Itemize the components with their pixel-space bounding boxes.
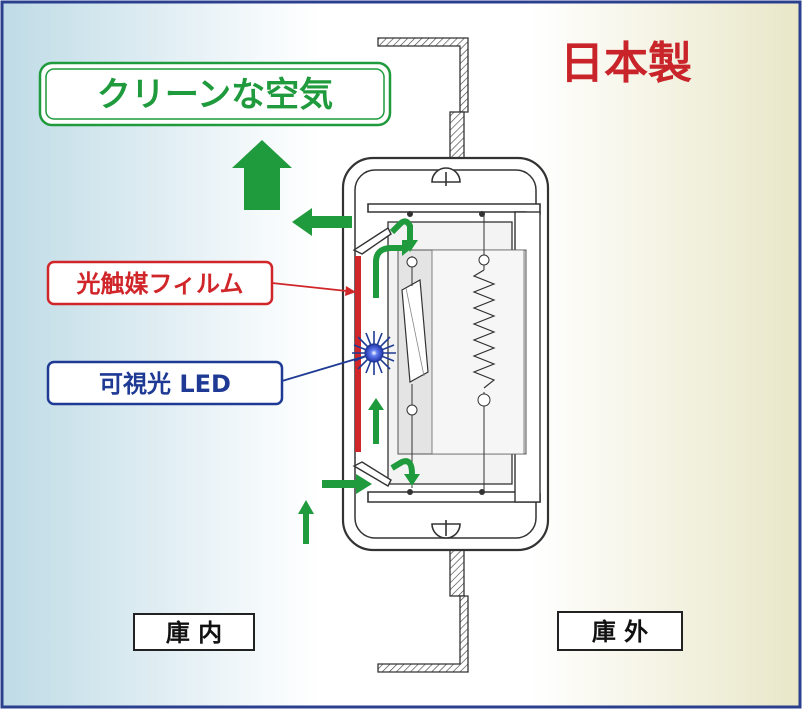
left-arrow-icon <box>292 208 352 236</box>
led-pointer-line <box>281 355 367 382</box>
visible-led-label: 可視光 LED <box>99 370 231 398</box>
made-in-japan-label: 日本製 <box>560 38 692 89</box>
clean-air-label: クリーンな空気 <box>97 75 333 115</box>
film-pointer-line <box>271 282 357 293</box>
up-arrow-icon <box>368 398 384 444</box>
outside-box <box>557 611 683 651</box>
led-burst-icon <box>352 331 396 375</box>
inside-label: 庫 内 <box>166 619 222 647</box>
device-housing <box>341 156 550 552</box>
photocatalyst-film-label: 光触媒フィルム <box>75 270 243 298</box>
photocatalyst-film-box <box>46 260 274 306</box>
curved-arrow-icon <box>373 218 415 475</box>
inside-box <box>133 613 255 651</box>
right-arrow-icon <box>322 474 372 494</box>
outside-label: 庫 外 <box>592 618 648 646</box>
up-arrow-icon <box>232 140 292 210</box>
wall-bracket <box>377 37 469 673</box>
up-arrow-icon <box>298 500 314 544</box>
photocatalyst-film <box>355 256 361 452</box>
airflow-arrows <box>232 140 384 544</box>
clean-air-box <box>38 61 392 127</box>
visible-led-box <box>46 360 284 406</box>
